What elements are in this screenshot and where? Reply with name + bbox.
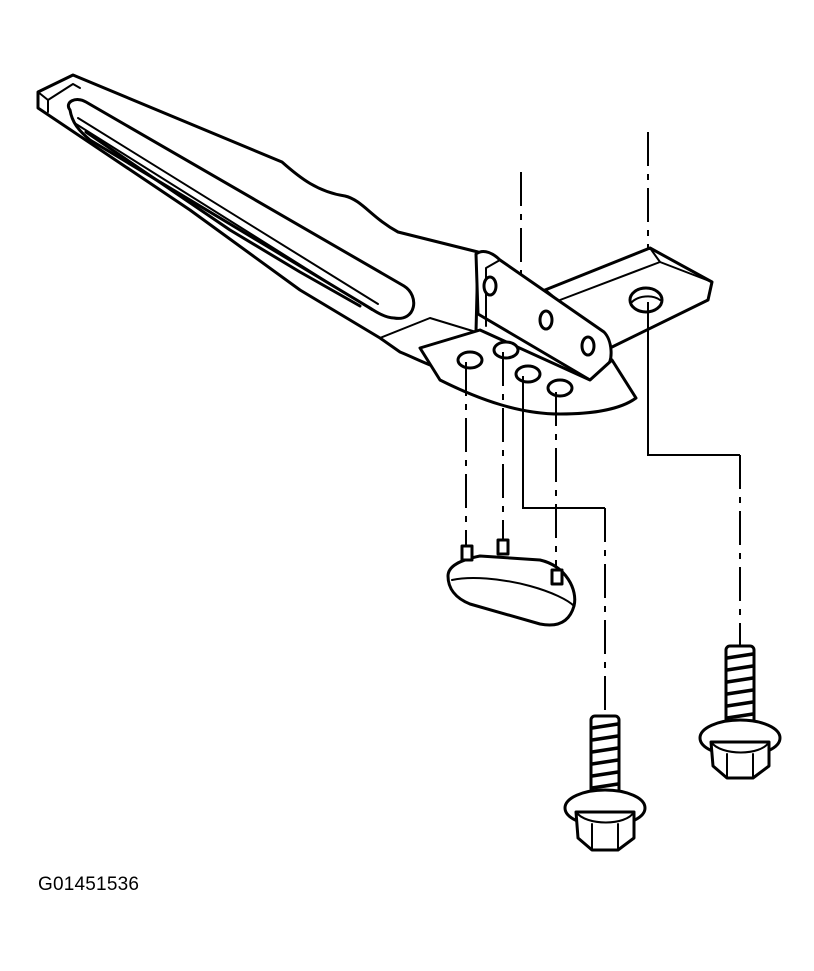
bolt-threads-right — [726, 652, 754, 720]
bolt-threads-left — [591, 722, 619, 790]
mounting-plate — [418, 246, 714, 416]
figure-id-label: G01451536 — [38, 874, 140, 895]
flange-bolt-left — [563, 714, 647, 852]
flange-bolt-right — [698, 644, 782, 780]
stud-plate — [446, 538, 577, 627]
bracket-arm — [36, 73, 480, 374]
stud-guide-lines — [465, 302, 741, 715]
upper-center-lines — [520, 132, 649, 275]
